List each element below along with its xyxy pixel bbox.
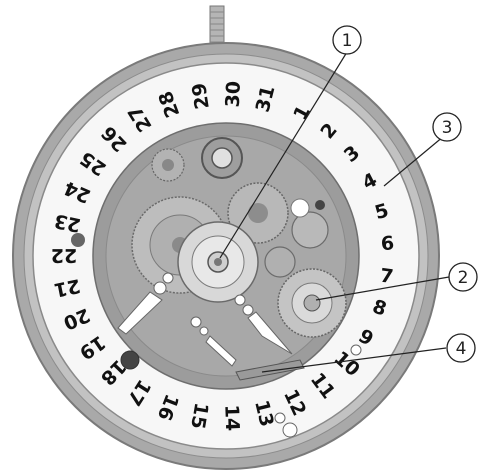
callout-2-label: 2 <box>458 268 469 288</box>
callout-2: 2 <box>449 263 477 291</box>
date-numeral-7: 7 <box>379 265 395 288</box>
right-wheel <box>278 269 346 337</box>
callout-4: 4 <box>447 334 475 362</box>
callout-3-label: 3 <box>442 118 453 138</box>
date-numeral-14: 14 <box>220 404 243 431</box>
date-numeral-15: 15 <box>186 401 212 431</box>
date-numeral-22: 22 <box>51 244 78 266</box>
callout-3: 3 <box>433 113 461 141</box>
center-wheel <box>178 222 258 302</box>
callout-1: 1 <box>333 26 361 54</box>
date-numeral-30: 30 <box>222 80 245 107</box>
date-numeral-6: 6 <box>380 232 395 255</box>
callout-4-label: 4 <box>456 339 467 359</box>
date-numeral-29: 29 <box>188 81 214 111</box>
callout-1-label: 1 <box>342 31 353 51</box>
